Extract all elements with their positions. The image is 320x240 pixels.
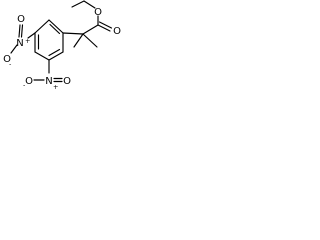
atom-label-nitro-left-n: N (16, 38, 23, 49)
charge-nitro-left-o-bottom: - (9, 60, 12, 68)
benzene-ring (34, 19, 64, 61)
charge-nitro-left-n: + (25, 37, 30, 45)
ring-bond-3 (48, 51, 64, 61)
bond-nitro-left-n-o-top-1 (18, 24, 21, 38)
ring-double-bond-b (48, 48, 61, 57)
atom-label-nitro-left-o-top: O (17, 14, 25, 25)
ring-bond-4 (34, 51, 50, 61)
atom-label-nitro-left-o-bottom: O (3, 54, 11, 65)
bond-ethyl-ch2-ch3 (71, 0, 85, 8)
atom-label-nitro-bottom-o-left: O (25, 76, 33, 87)
ring-double-bond-a (49, 23, 61, 35)
bond-ring-to-quaternary-carbon (62, 32, 84, 35)
charge-nitro-bottom-o-left: - (23, 81, 26, 89)
atom-label-ester-ether-oxygen: O (94, 7, 102, 18)
bond-carbonyl-1 (97, 24, 111, 32)
atom-label-nitro-bottom-o-right: O (63, 76, 71, 87)
nitro-group-left (10, 24, 36, 54)
chemical-structure-canvas: N + O O - N + O - O O O (0, 0, 131, 107)
bond-ether-oxygen-to-ethyl (83, 0, 96, 9)
charge-nitro-bottom-n: + (53, 83, 58, 91)
bond-nitro-left-n-o-top-2 (20, 24, 24, 38)
bond-ring-to-nitro-left (27, 32, 36, 39)
ester-side-chain (62, 0, 113, 48)
bond-methyl-a (73, 33, 84, 48)
atom-label-nitro-bottom-n: N (45, 76, 52, 87)
ring-bond-1 (48, 19, 64, 34)
molecule-diagram: N + O O - N + O - O O O (3, 0, 121, 91)
bond-methyl-b (82, 33, 98, 48)
ring-bond-6 (34, 19, 50, 34)
bond-carbonyl-2 (98, 21, 113, 29)
bond-quaternary-to-carbonyl-carbon (82, 24, 99, 35)
bond-nitro-left-n-o-bottom (10, 44, 18, 54)
atom-label-ester-carbonyl-oxygen: O (113, 26, 121, 37)
nitro-group-bottom (33, 59, 63, 83)
